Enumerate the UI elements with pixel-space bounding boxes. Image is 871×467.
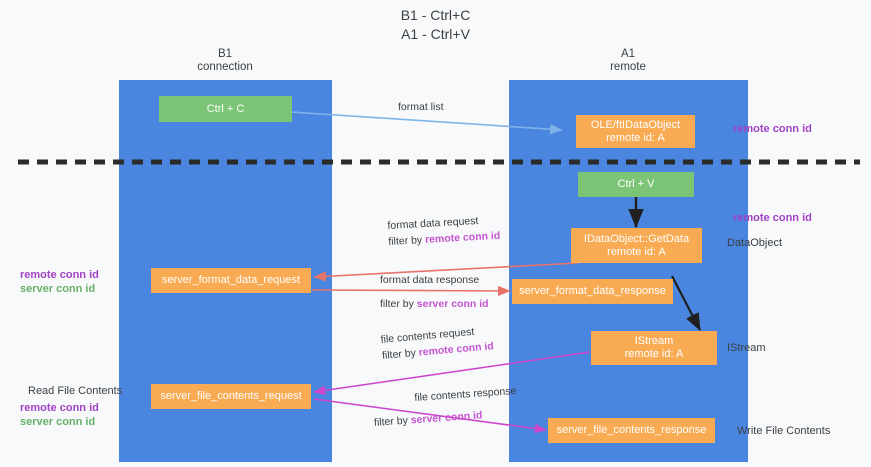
annotation-left-conn-ids-top: remote conn id server conn id [20,268,99,296]
node-istream-line1: IStream [634,335,674,347]
node-idataobject-line1: OLE/ftIDataObject [590,118,681,131]
node-server-file-contents-request-label: server_file_contents_request [160,390,302,402]
node-server-file-contents-request[interactable]: server_file_contents_request [151,384,311,409]
connector-format-data-response [311,285,511,297]
node-server-file-contents-response-label: server_file_contents_response [556,424,707,436]
node-getdata-line2: remote id: A [607,245,666,258]
node-ctrl-c-label: Ctrl + C [206,102,245,115]
flow-label-format-list-text: format list [398,101,444,113]
fcresp-pre: filter by [373,414,412,429]
annotation-dataobject: DataObject [727,237,783,249]
diagram-title: B1 - Ctrl+C A1 - Ctrl+V [0,6,871,44]
node-ctrl-v-label: Ctrl + V [617,178,655,190]
connector-file-contents-request [313,351,591,396]
flow-label-format-data-request: format data request filter by remote con… [387,212,501,250]
connector-file-contents-response [313,398,547,434]
connector-response-to-istream [671,275,701,331]
node-idataobject-line2: remote id: A [606,131,665,144]
title-line-2: A1 - Ctrl+V [401,26,470,42]
node-getdata-line1: IDataObject::GetData [583,232,690,245]
column-header-a1: A1 remote [568,48,688,74]
column-header-a1-sub: remote [610,61,646,73]
column-header-b1-name: B1 [217,48,233,60]
fdresp-pre: filter by [380,298,417,310]
flow-label-format-data-response-line1: format data response [380,274,480,286]
node-ctrl-c[interactable]: Ctrl + C [159,96,292,122]
node-server-format-data-response-label: server_format_data_response [519,285,666,297]
fcr-pre: filter by [381,346,420,362]
node-ctrl-v[interactable]: Ctrl + V [578,172,694,197]
flow-label-format-data-response: format data response filter by server co… [380,272,489,312]
node-server-format-data-request[interactable]: server_format_data_request [151,268,311,293]
flow-label-format-list: format list [398,99,444,115]
node-idataobject-getdata[interactable]: IDataObject::GetData remote id: A [571,228,702,263]
annotation-left-server-conn-id-2: server conn id [20,416,96,428]
node-istream[interactable]: IStream remote id: A [591,331,717,365]
annotation-left-conn-ids-bottom: remote conn id server conn id [20,401,99,429]
node-server-format-data-response[interactable]: server_format_data_response [512,279,673,304]
annotation-read-file-contents: Read File Contents [28,385,123,397]
annotation-left-remote-conn-id: remote conn id [20,269,99,281]
connector-format-list [275,110,563,135]
node-istream-line2: remote id: A [624,348,684,360]
title-line-1: B1 - Ctrl+C [400,7,471,23]
fdresp-key: server conn id [416,298,489,310]
flow-label-format-data-response-line2: filter by server conn id [380,296,489,312]
annotation-remote-conn-id-top: remote conn id [733,123,812,135]
annotation-remote-conn-id-mid: remote conn id [733,212,812,224]
node-server-file-contents-response[interactable]: server_file_contents_response [548,418,715,443]
node-idataobject[interactable]: OLE/ftIDataObject remote id: A [576,115,695,148]
fdr-key: remote conn id [424,229,501,246]
annotation-left-remote-conn-id-2: remote conn id [20,402,99,414]
column-header-b1-sub: connection [197,61,253,73]
column-header-b1: B1 connection [165,48,285,74]
annotation-left-server-conn-id: server conn id [20,283,96,295]
node-server-format-data-request-label: server_format_data_request [161,274,301,286]
fdr-pre: filter by [388,233,426,248]
fcresp-key: server conn id [410,409,483,427]
annotation-istream: IStream [727,342,766,354]
annotation-write-file-contents: Write File Contents [737,425,831,437]
connector-format-data-request [313,262,579,282]
column-header-a1-name: A1 [620,48,636,60]
